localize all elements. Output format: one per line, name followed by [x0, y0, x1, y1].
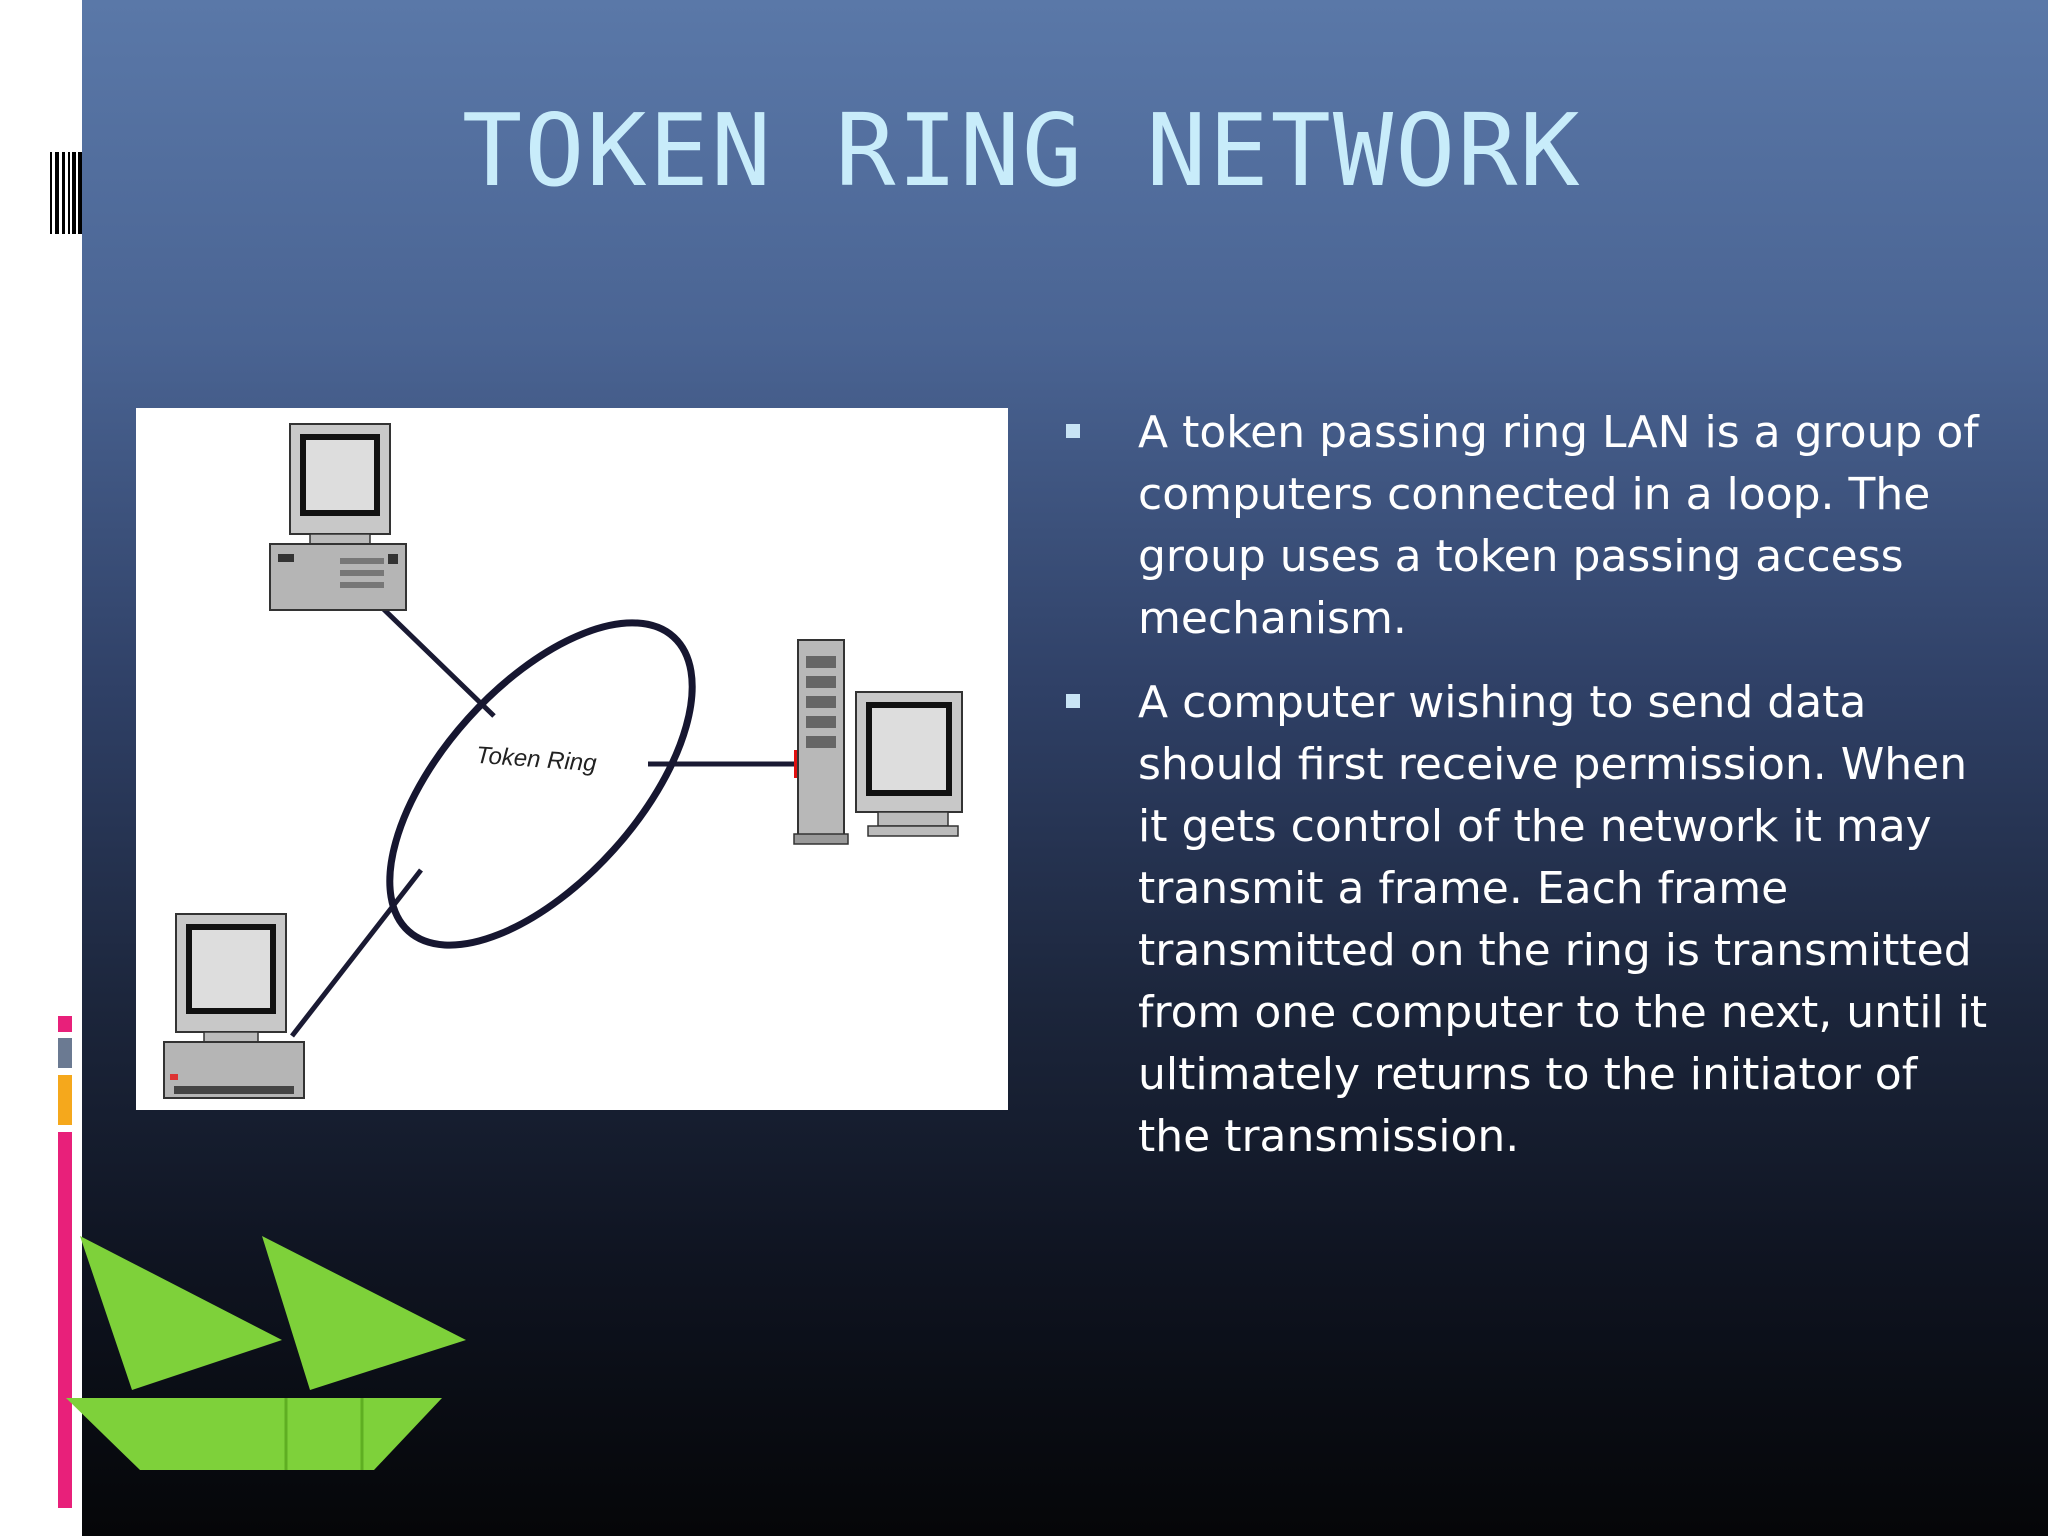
bullet-text: A token passing ring LAN is a group of c…: [1138, 407, 1979, 644]
top-barcode-icon: [50, 152, 82, 234]
ring-label: Token Ring: [475, 742, 598, 777]
bullet-item: A token passing ring LAN is a group of c…: [1060, 402, 2000, 650]
square-bullet-icon: [1066, 694, 1080, 708]
slide-title: TOKEN RING NETWORK: [462, 92, 1582, 209]
desktop-computer-icon: [269, 423, 407, 611]
cable-bottom-computer: [290, 868, 423, 1038]
bullet-item: A computer wishing to send data should f…: [1060, 672, 2000, 1168]
cable-top-computer: [366, 592, 496, 718]
accent-gray-bar: [58, 1038, 72, 1068]
tower-computer-icon: [793, 639, 963, 845]
bullet-list: A token passing ring LAN is a group of c…: [1060, 402, 2000, 1190]
left-decorative-bars: [50, 152, 82, 1508]
square-bullet-icon: [1066, 424, 1080, 438]
desktop-computer-icon: [163, 913, 305, 1099]
bullet-text: A computer wishing to send data should f…: [1138, 677, 1988, 1162]
token-ring-diagram: Token Ring: [136, 408, 1008, 1110]
accent-orange-bar: [58, 1075, 72, 1125]
accent-pink-bar: [58, 1132, 72, 1508]
token-ring: [386, 619, 696, 949]
sailboat-icon: [66, 1236, 466, 1470]
accent-pink-tick: [58, 1016, 72, 1032]
